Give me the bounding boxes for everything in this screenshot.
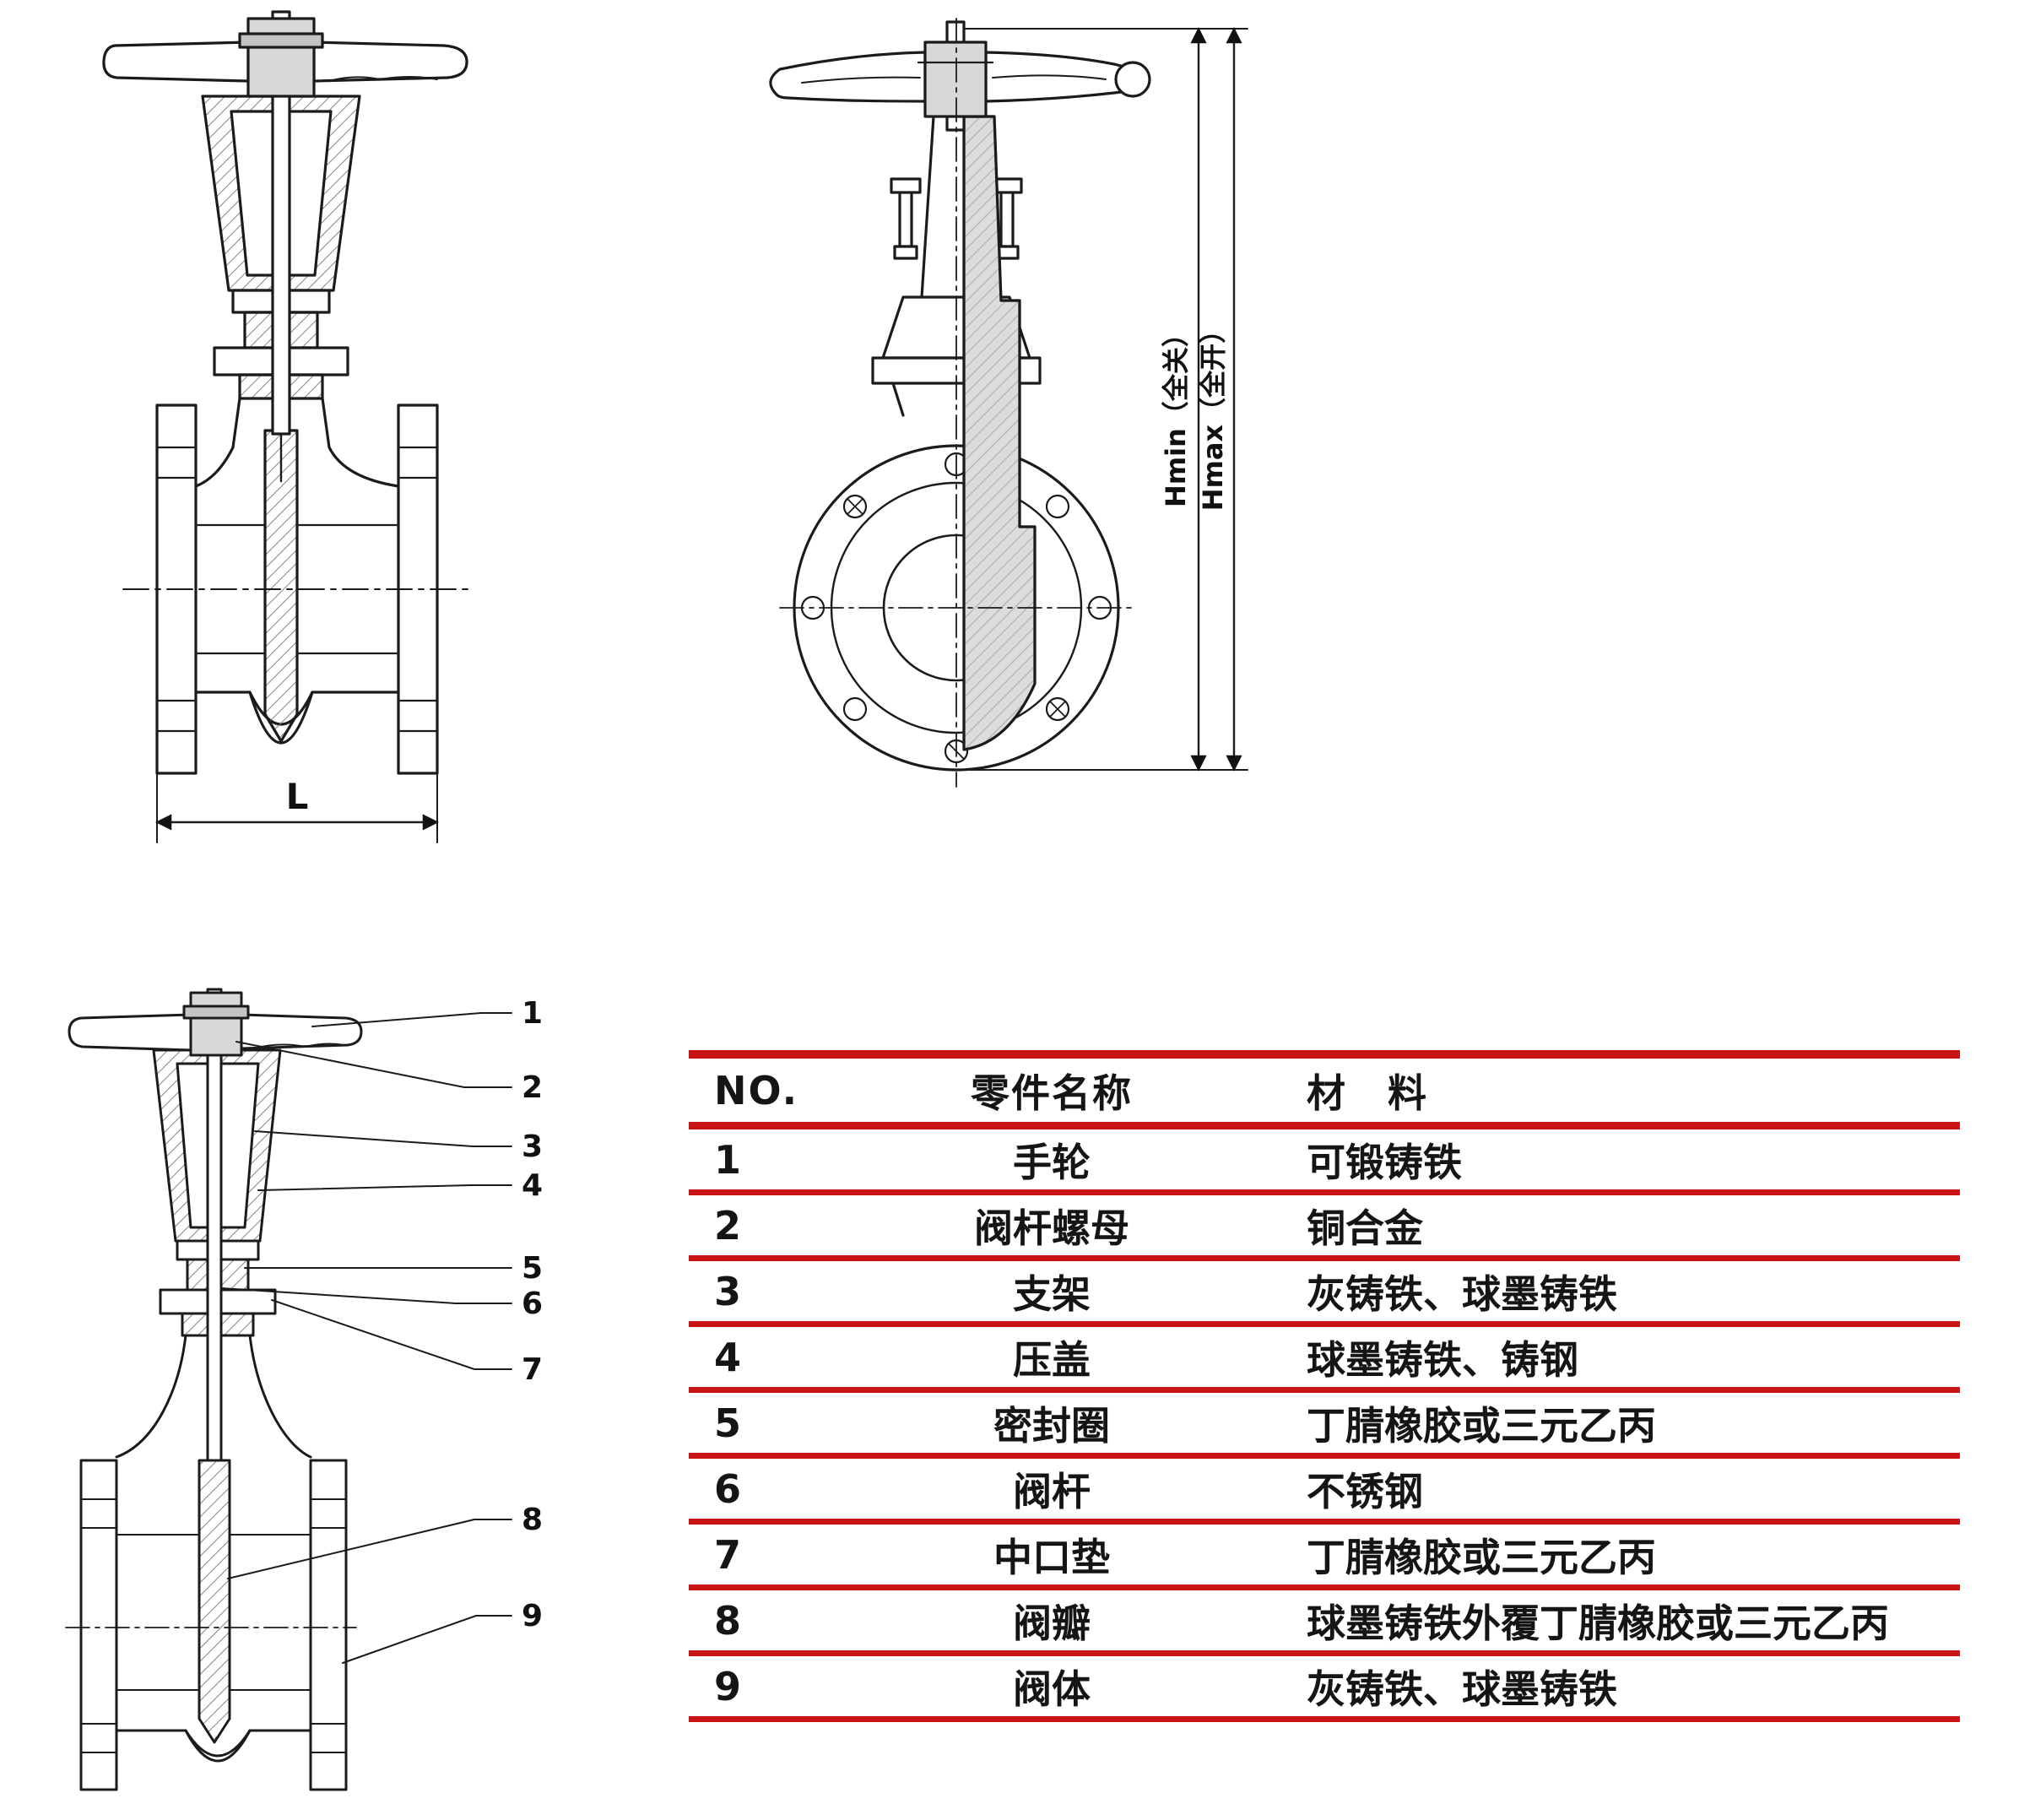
- cell-material: 球墨铸铁外覆丁腈橡胶或三元乙丙: [1307, 1600, 1889, 1646]
- table-header-row: NO. 零件名称 材 料: [689, 1059, 1960, 1129]
- callout-leaders: [220, 1012, 512, 1664]
- callout-number-3: 3: [522, 1129, 543, 1164]
- cell-no: 1: [714, 1136, 742, 1183]
- handwheel: [769, 41, 1151, 118]
- stem: [206, 988, 223, 1462]
- cell-no: 4: [714, 1334, 742, 1380]
- table-row: 3 支架 灰铸铁、球墨铸铁: [689, 1261, 1960, 1327]
- dim-label-L: L: [286, 776, 309, 817]
- header-no: NO.: [714, 1067, 799, 1113]
- table-row: 7 中口垫 丁腈橡胶或三元乙丙: [689, 1525, 1960, 1590]
- dim-label-hmin: Hmin（全关）: [1160, 320, 1192, 507]
- callout-number-1: 1: [522, 996, 543, 1031]
- cell-material: 丁腈橡胶或三元乙丙: [1307, 1402, 1656, 1449]
- callout-numbers: 1 2 3 4 5 6 7 8 9: [522, 996, 543, 1633]
- cell-part: 压盖: [1013, 1336, 1091, 1383]
- dimension-L: L: [155, 772, 439, 843]
- cell-material: 可锻铸铁: [1307, 1139, 1462, 1185]
- header-part: 零件名称: [971, 1070, 1133, 1116]
- stem: [271, 10, 291, 483]
- gate-half-section: [962, 115, 1037, 751]
- table-row: 5 密封圈 丁腈橡胶或三元乙丙: [689, 1393, 1960, 1459]
- cell-part: 阀体: [1013, 1666, 1091, 1712]
- callout-number-5: 5: [522, 1251, 543, 1286]
- cell-no: 3: [714, 1268, 742, 1314]
- table-row: 4 压盖 球墨铸铁、铸钢: [689, 1327, 1960, 1393]
- drawing-front-view: Hmin（全关） Hmax（全开）: [769, 18, 1248, 788]
- callout-number-2: 2: [522, 1070, 543, 1105]
- cell-material: 球墨铸铁、铸钢: [1307, 1336, 1578, 1383]
- dimension-height: Hmin（全关） Hmax（全开）: [955, 27, 1248, 772]
- cell-no: 5: [714, 1400, 742, 1446]
- callout-number-8: 8: [522, 1503, 543, 1537]
- drawing-callout-view: 1 2 3 4 5 6 7 8 9: [65, 988, 543, 1791]
- cell-material: 丁腈橡胶或三元乙丙: [1307, 1534, 1656, 1580]
- parts-table: NO. 零件名称 材 料 1 手轮 可锻铸铁 2 阀杆螺母 铜合金 3 支架 灰…: [689, 1050, 1960, 1722]
- table-row: 9 阀体 灰铸铁、球墨铸铁: [689, 1656, 1960, 1722]
- gate-wedge: [263, 429, 299, 743]
- table-row: 1 手轮 可锻铸铁: [689, 1129, 1960, 1195]
- cell-part: 中口垫: [993, 1534, 1110, 1580]
- cell-part: 阀杆: [1013, 1468, 1091, 1514]
- cell-part: 支架: [1013, 1270, 1091, 1317]
- callout-number-7: 7: [522, 1352, 543, 1387]
- cell-no: 9: [714, 1663, 742, 1709]
- callout-number-4: 4: [522, 1168, 543, 1203]
- callout-number-9: 9: [522, 1599, 543, 1633]
- callout-number-6: 6: [522, 1286, 543, 1321]
- gate-wedge: [198, 1459, 231, 1744]
- cell-material: 灰铸铁、球墨铸铁: [1307, 1270, 1617, 1317]
- dim-label-hmax: Hmax（全开）: [1197, 317, 1229, 511]
- table-row: 2 阀杆螺母 铜合金: [689, 1195, 1960, 1261]
- drawing-side-section-view: L: [102, 10, 468, 843]
- table-row: 8 阀瓣 球墨铸铁外覆丁腈橡胶或三元乙丙: [689, 1590, 1960, 1656]
- cell-no: 6: [714, 1465, 742, 1512]
- cell-part: 密封圈: [993, 1402, 1110, 1449]
- valve-body: [79, 1334, 348, 1791]
- cell-part: 阀杆螺母: [974, 1205, 1129, 1251]
- cell-no: 2: [714, 1202, 742, 1249]
- table-row: 6 阀杆 不锈钢: [689, 1459, 1960, 1525]
- cell-material: 灰铸铁、球墨铸铁: [1307, 1666, 1617, 1712]
- cell-part: 手轮: [1013, 1139, 1091, 1185]
- handwheel: [68, 991, 363, 1057]
- handwheel: [102, 17, 468, 98]
- cell-material: 不锈钢: [1307, 1468, 1423, 1514]
- cell-material: 铜合金: [1307, 1205, 1423, 1251]
- header-material: 材 料: [1307, 1070, 1428, 1116]
- cell-part: 阀瓣: [1013, 1600, 1091, 1646]
- gland-bolts: [890, 177, 1023, 260]
- cell-no: 7: [714, 1531, 742, 1578]
- cell-no: 8: [714, 1597, 742, 1644]
